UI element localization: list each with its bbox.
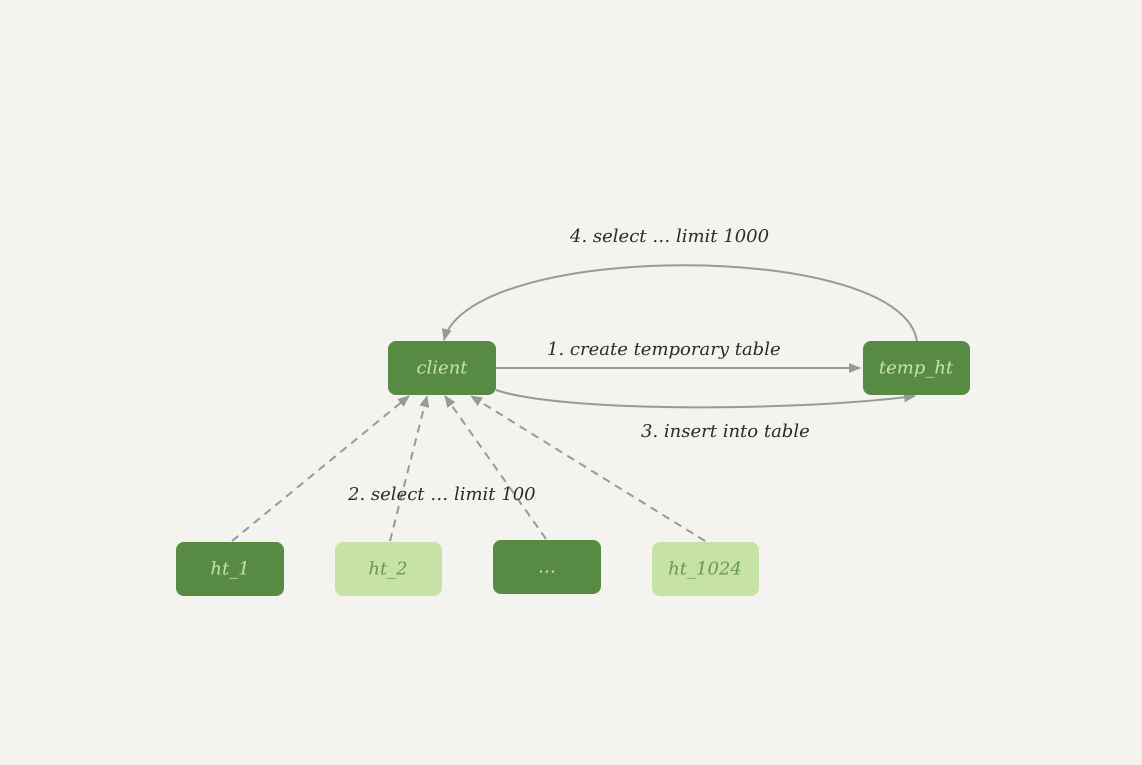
node-temp-ht-box (863, 341, 970, 395)
dashed-arrow-ellipsis-to-client (444, 395, 547, 540)
node-ht-1-label: ht_1 (210, 559, 249, 580)
node-temp-ht: temp_ht (863, 341, 970, 395)
node-ht-1024-box (652, 542, 759, 596)
node-ht-1: ht_1 (176, 542, 284, 596)
edge-label-step-4: 4. select … limit 1000 (569, 226, 769, 247)
node-ht-1024: ht_1024 (652, 542, 759, 596)
node-temp-ht-label: temp_ht (879, 358, 954, 379)
edge-select-limit-1000-arrow (441, 264, 918, 343)
node-ht-1-box (176, 542, 284, 596)
edge-insert-into-table-arrow (495, 389, 916, 409)
dashed-arrow-ht-1024-to-client (470, 395, 706, 542)
dashed-arrow-ht-2-to-client (389, 395, 430, 542)
edge-select-limit-100-arrows (231, 395, 706, 542)
dashed-arrow-ht-1-to-client (231, 395, 410, 542)
node-client-box (388, 341, 496, 395)
node-ht-1024-label: ht_1024 (668, 559, 742, 580)
edge-label-step-3: 3. insert into table (641, 421, 810, 442)
node-client-label: client (416, 358, 468, 379)
edge-label-step-1: 1. create temporary table (547, 339, 781, 360)
node-ht-2-box (335, 542, 442, 596)
node-client: client (388, 341, 496, 395)
node-ellipsis-label: … (538, 557, 556, 578)
node-ht-2: ht_2 (335, 542, 442, 596)
edge-label-step-2: 2. select … limit 100 (347, 484, 536, 505)
node-ht-2-label: ht_2 (368, 559, 407, 580)
node-ellipsis: … (493, 540, 601, 594)
node-ellipsis-box (493, 540, 601, 594)
